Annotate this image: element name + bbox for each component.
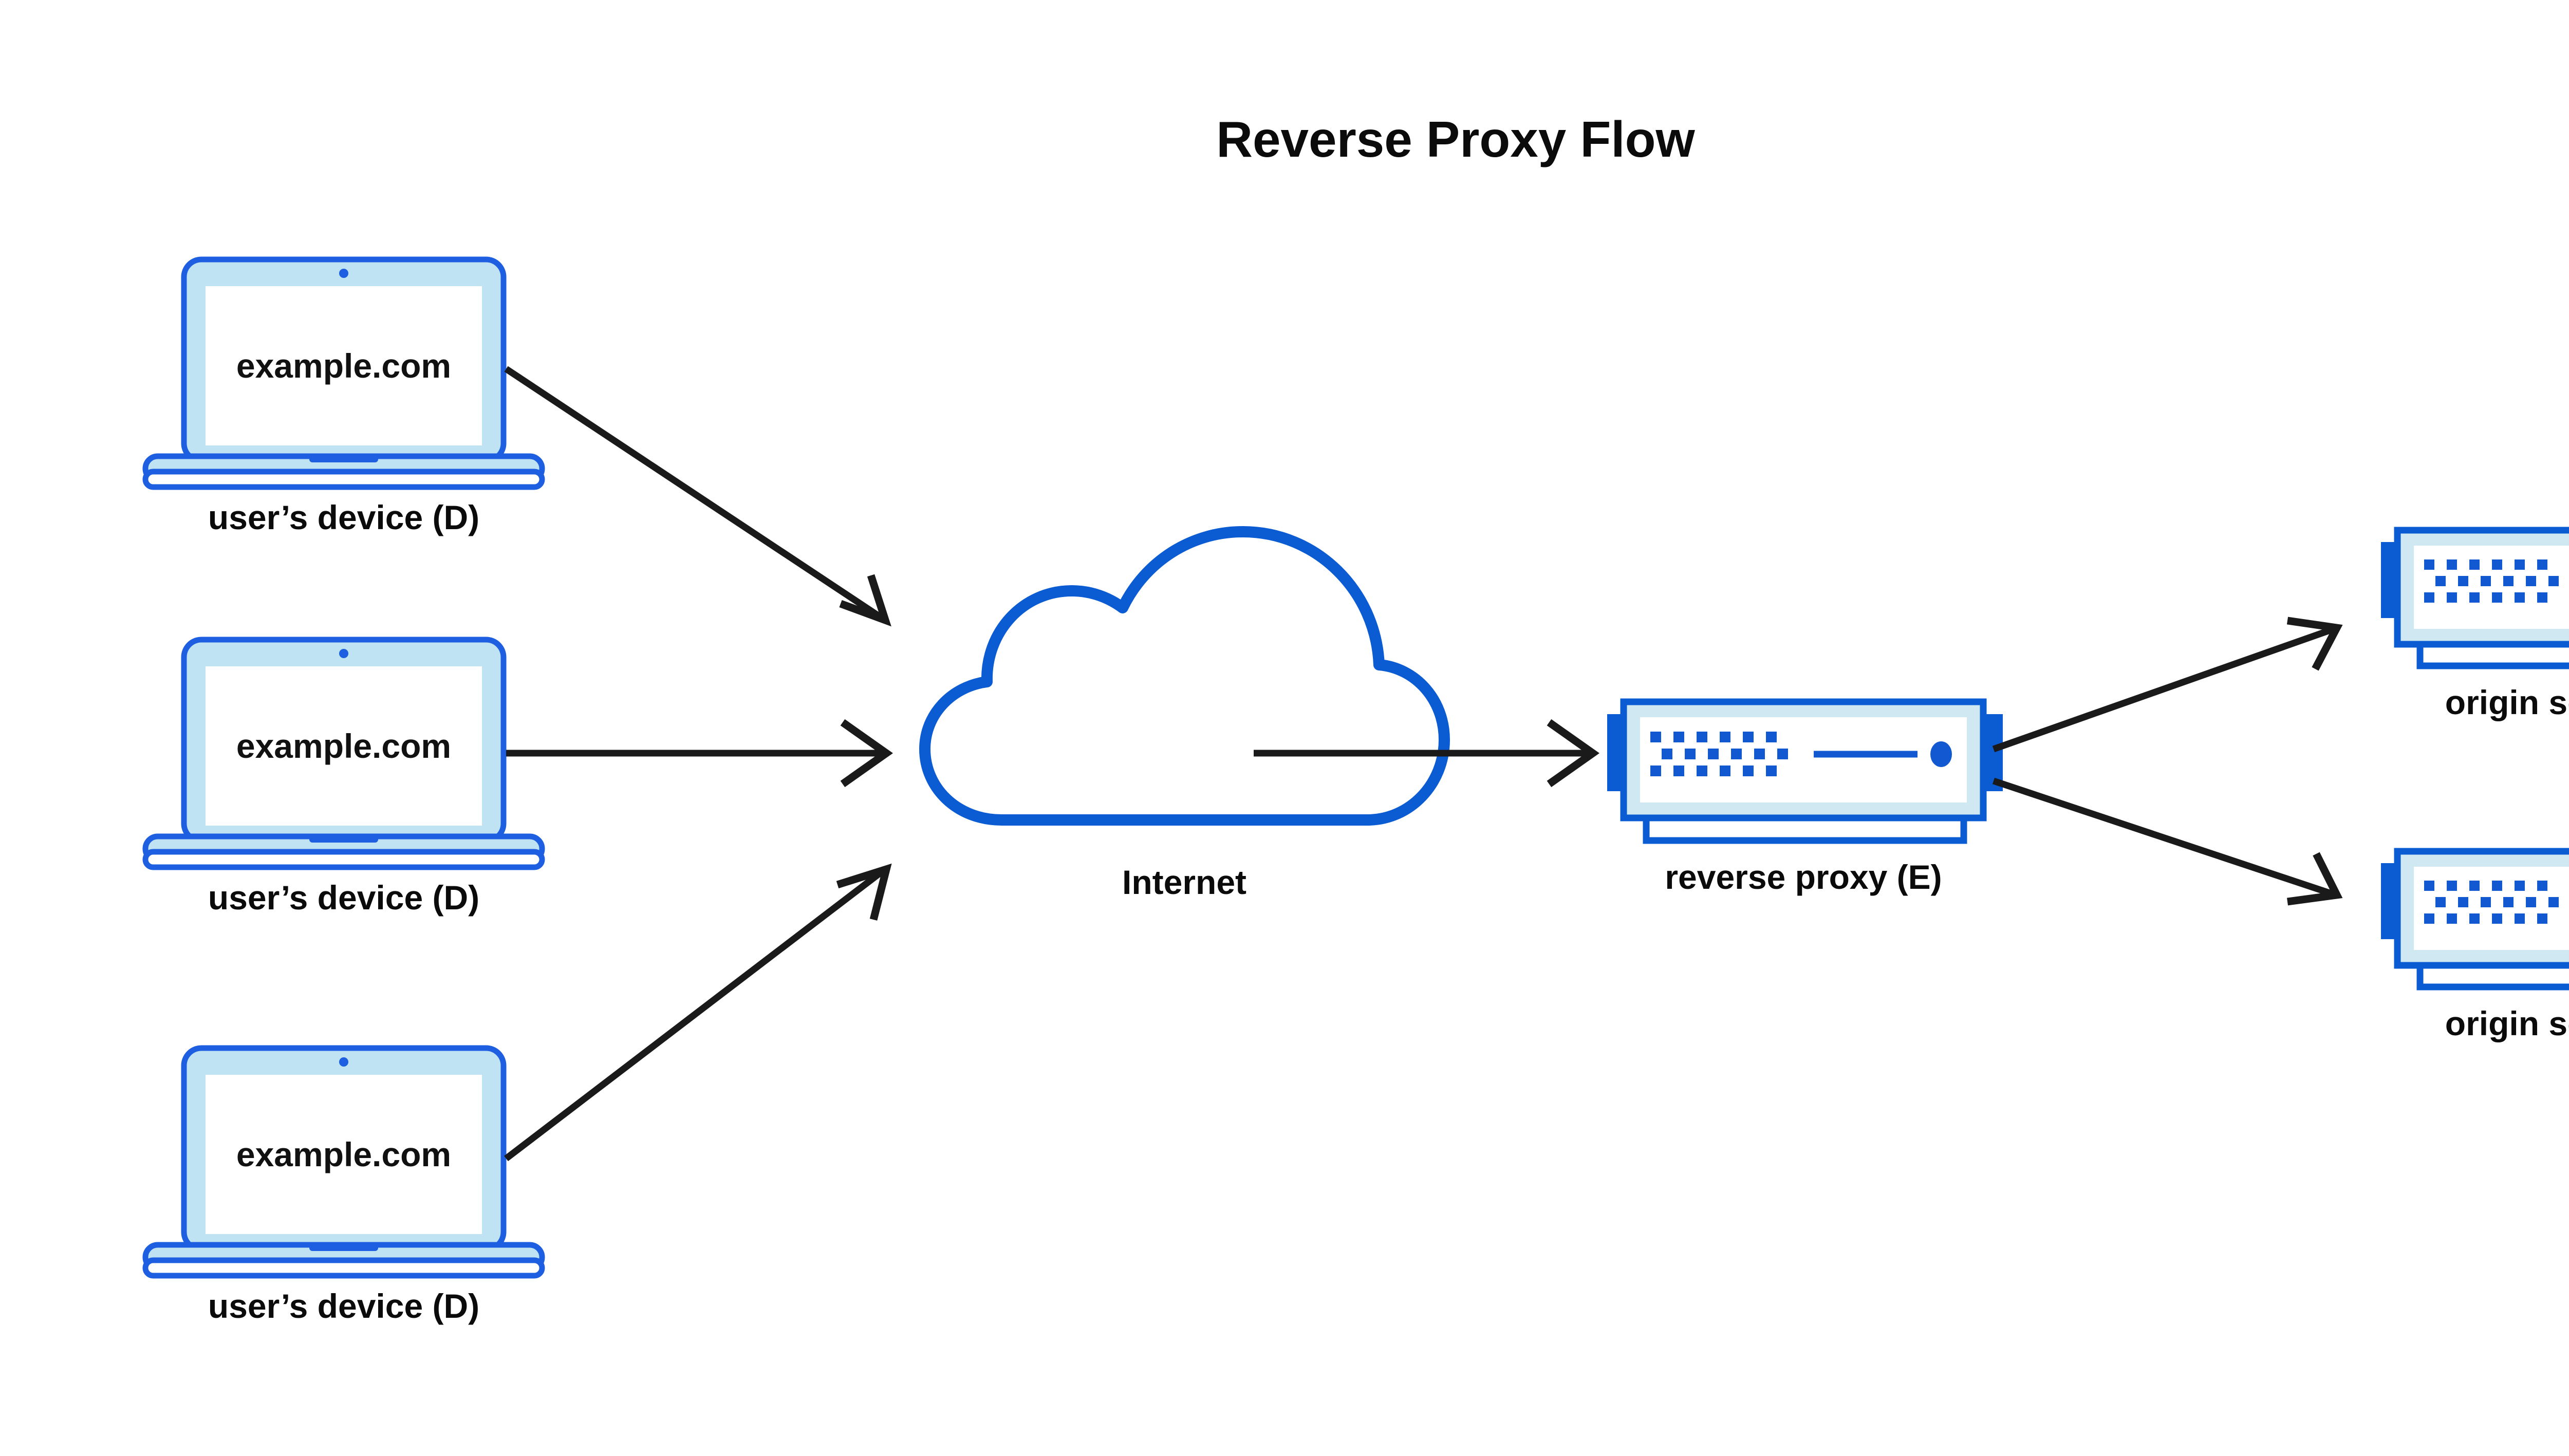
laptop-notch [309, 834, 378, 843]
laptop-base-strip [142, 1257, 545, 1279]
flow-arrow-internet-to-proxy [1254, 719, 1600, 788]
server-shelf [1643, 814, 1967, 844]
server-face [2414, 867, 2569, 950]
flow-arrow-client1-to-internet [504, 366, 891, 627]
internet-label: Internet [1122, 863, 1246, 901]
screen-url-text: example.com [236, 727, 451, 765]
client-device-3[interactable]: example.com user’s device (D) [142, 1045, 545, 1325]
laptop-screen [206, 1075, 482, 1234]
flow-arrow-proxy-to-origin2 [1992, 777, 2343, 906]
screen-url-text: example.com [236, 347, 451, 385]
laptop-base-strip [142, 469, 545, 490]
server-vent-grid [2424, 881, 2559, 924]
client-device-1[interactable]: example.com user’s device (D) [142, 256, 545, 536]
server-vent-grid [2424, 559, 2559, 603]
internet-node[interactable]: Internet [919, 526, 1450, 901]
client-device-2-label: user’s device (D) [208, 879, 479, 917]
reverse-proxy-label: reverse proxy (E) [1665, 858, 1942, 896]
flow-arrow-proxy-to-origin1 [1992, 617, 2343, 753]
screen-url-text: example.com [236, 1135, 451, 1173]
flow-arrow-client3-to-internet [504, 863, 892, 1162]
laptop-notch [309, 1243, 378, 1251]
origin-server-1-label: origin server (F) [2445, 683, 2569, 721]
laptop-notch [309, 454, 378, 462]
origin-server-2-label: origin server (F) [2445, 1004, 2569, 1042]
server-face [2414, 546, 2569, 629]
server-vent-grid [1650, 732, 1788, 776]
server-shelf [2416, 641, 2569, 669]
server-face [1640, 717, 1967, 802]
laptop-screen [206, 286, 482, 445]
client-device-3-label: user’s device (D) [208, 1287, 479, 1325]
origin-server-2[interactable]: origin server (F) [2381, 848, 2569, 1042]
reverse-proxy-node[interactable]: reverse proxy (E) [1607, 698, 2003, 896]
client-device-1-label: user’s device (D) [208, 498, 479, 536]
page-title: Reverse Proxy Flow [1216, 111, 1695, 167]
origin-server-1[interactable]: origin server (F) [2381, 527, 2569, 721]
client-device-2[interactable]: example.com user’s device (D) [142, 637, 545, 917]
webcam-icon [339, 649, 348, 658]
webcam-icon [339, 269, 348, 278]
server-led-icon [1930, 741, 1952, 767]
webcam-icon [339, 1057, 348, 1067]
cloud-icon [919, 526, 1450, 826]
laptop-screen [206, 666, 482, 826]
server-shelf [2416, 962, 2569, 991]
laptop-base-strip [142, 849, 545, 870]
flow-arrow-client2-to-internet [506, 719, 893, 788]
